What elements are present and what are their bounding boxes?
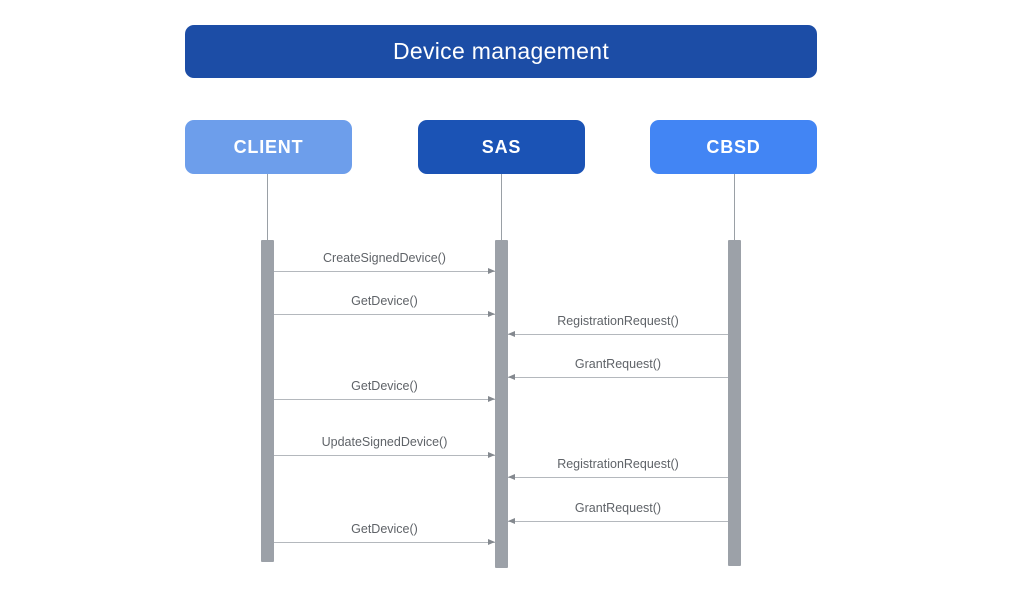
- message-create-signed-device: CreateSignedDevice(): [274, 247, 495, 274]
- message-label: UpdateSignedDevice(): [321, 435, 448, 449]
- activation-bar-cbsd: [728, 240, 741, 566]
- message-label: GrantRequest(): [574, 357, 662, 371]
- actor-sas: SAS: [418, 120, 585, 174]
- arrowhead-left-icon: [508, 374, 515, 380]
- message-grant-request-1: GrantRequest(): [508, 353, 728, 380]
- activation-bar-sas: [495, 240, 508, 568]
- left-arrow: [508, 331, 728, 337]
- actor-sas-label: SAS: [481, 136, 522, 157]
- arrowhead-left-icon: [508, 474, 515, 480]
- diagram-title: Device management: [392, 38, 610, 64]
- actor-cbsd-label: CBSD: [706, 136, 761, 157]
- lifeline-cbsd: [734, 174, 735, 240]
- message-label: CreateSignedDevice(): [323, 251, 446, 265]
- message-registration-request-2: RegistrationRequest(): [508, 453, 728, 480]
- arrowhead-right-icon: [488, 396, 495, 402]
- arrowhead-left-icon: [508, 518, 515, 524]
- arrowhead-right-icon: [488, 452, 495, 458]
- lifeline-sas: [501, 174, 502, 240]
- message-get-device-2: GetDevice(): [274, 375, 495, 402]
- left-arrow: [508, 518, 728, 524]
- message-label: GetDevice(): [351, 294, 418, 308]
- arrowhead-right-icon: [488, 539, 495, 545]
- message-get-device-1: GetDevice(): [274, 290, 495, 317]
- message-get-device-3: GetDevice(): [274, 518, 495, 545]
- activation-bar-client: [261, 240, 274, 562]
- message-grant-request-2: GrantRequest(): [508, 497, 728, 524]
- actor-client: CLIENT: [185, 120, 352, 174]
- left-arrow: [508, 374, 728, 380]
- message-label: GrantRequest(): [574, 501, 662, 515]
- actor-client-label: CLIENT: [233, 136, 304, 157]
- right-arrow: [274, 396, 495, 402]
- message-label: RegistrationRequest(): [557, 314, 679, 328]
- right-arrow: [274, 539, 495, 545]
- left-arrow: [508, 474, 728, 480]
- right-arrow: [274, 452, 495, 458]
- arrowhead-left-icon: [508, 331, 515, 337]
- actor-cbsd: CBSD: [650, 120, 817, 174]
- message-update-signed-device: UpdateSignedDevice(): [274, 431, 495, 458]
- message-label: RegistrationRequest(): [557, 457, 679, 471]
- arrowhead-right-icon: [488, 311, 495, 317]
- lifeline-client: [267, 174, 268, 240]
- arrowhead-right-icon: [488, 268, 495, 274]
- right-arrow: [274, 268, 495, 274]
- message-label: GetDevice(): [351, 379, 418, 393]
- message-registration-request-1: RegistrationRequest(): [508, 310, 728, 337]
- right-arrow: [274, 311, 495, 317]
- message-label: GetDevice(): [351, 522, 418, 536]
- diagram-title-banner: Device management: [185, 25, 817, 78]
